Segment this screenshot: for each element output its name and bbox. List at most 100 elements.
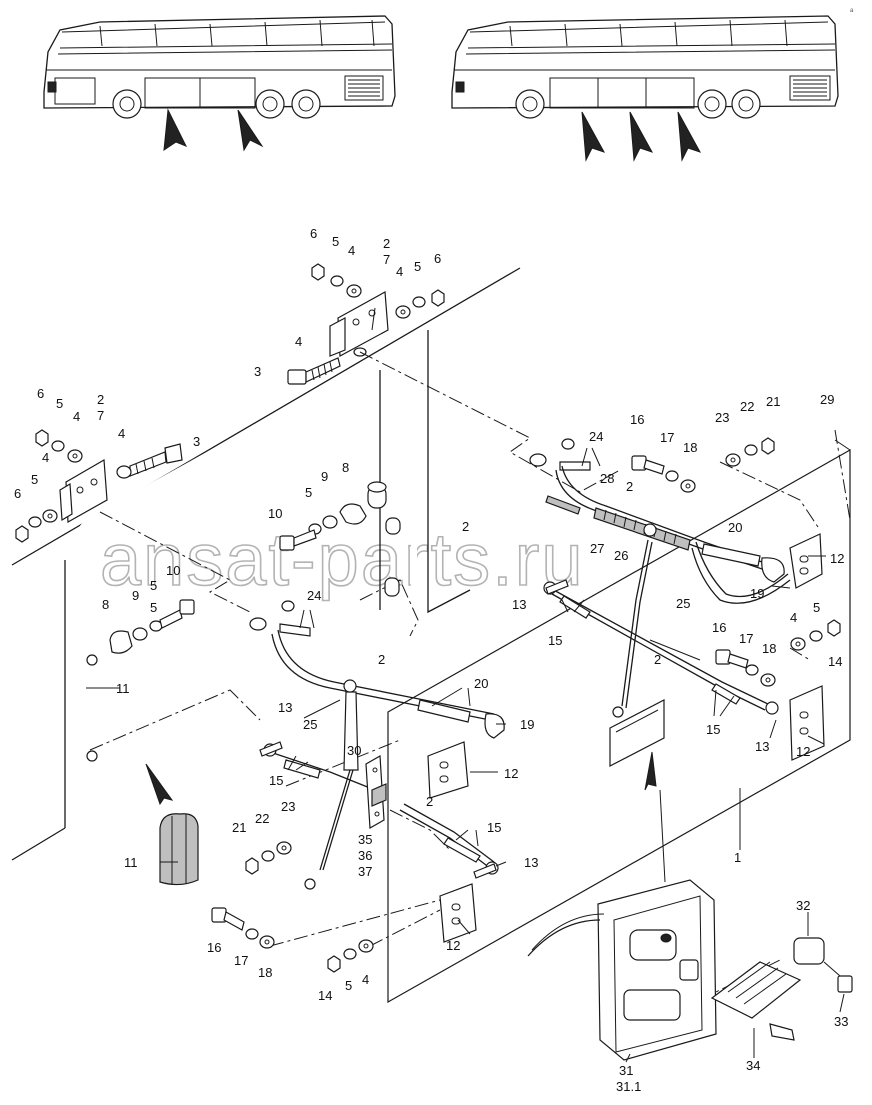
callout-label: 17 [739,631,753,646]
callout-label: 18 [683,440,697,455]
brackets [427,533,825,943]
callout-label: 32 [796,898,810,913]
callout-label: 12 [504,766,518,781]
callout-label: 19 [750,586,764,601]
fasteners-left [15,429,132,543]
callout-label: 10 [268,506,282,521]
callout-label: 17 [234,953,248,968]
callout-label: 4 [295,334,302,349]
callout-label: 7 [383,252,390,267]
seal-profile-detail [145,763,199,886]
callout-label: 6 [37,386,44,401]
callout-label: 34 [746,1058,760,1073]
callout-label: 2 [97,392,104,407]
callout-label: 22 [740,399,754,414]
callout-label: 13 [755,739,769,754]
watermark-text: ansat-parts.ru [100,518,585,601]
callout-label: 3 [254,364,261,379]
callout-label: 13 [278,700,292,715]
callout-label: 4 [348,243,355,258]
callout-label: 2 [462,519,469,534]
ball-studs [249,438,591,637]
callout-label: 16 [712,620,726,635]
callout-label: 14 [828,654,842,669]
callout-label: 6 [310,226,317,241]
lock-plate [365,755,387,829]
callout-label: 9 [132,588,139,603]
callout-label: 5 [31,472,38,487]
callout-label: 26 [614,548,628,563]
callout-label: 21 [232,820,246,835]
callout-label: 25 [676,596,690,611]
hinge-top [287,291,389,385]
callout-label: 1 [734,850,741,865]
coach-illustration-left [43,15,396,152]
callout-label: 17 [660,430,674,445]
callout-label: 13 [512,597,526,612]
callout-label: 12 [446,938,460,953]
callout-label: 22 [255,811,269,826]
cables [269,465,791,869]
striker-parts-center [86,481,401,762]
callout-labels: 6 5 4 2 7 4 5 6 4 3 6 5 4 2 7 4 3 4 5 6 … [14,226,848,1094]
callout-label: 25 [303,717,317,732]
gas-struts [304,523,657,890]
callout-label: 12 [796,744,810,759]
callout-label: 2 [378,652,385,667]
door-seal-frame [75,349,417,800]
callout-label: 37 [358,864,372,879]
callout-label: 28 [600,471,614,486]
callout-label: 4 [73,409,80,424]
coach-illustration-right [451,15,839,162]
callout-label: 5 [150,600,157,615]
callout-label: 35 [358,832,372,847]
callout-label: 4 [42,450,49,465]
small-bolts [259,579,569,879]
label-plate [609,699,665,767]
callout-label: 8 [102,597,109,612]
callout-label: 18 [258,965,272,980]
callout-label: 20 [728,520,742,535]
callout-label: 16 [630,412,644,427]
callout-label: 8 [342,460,349,475]
cable-adjusters [283,495,761,863]
callout-label: 24 [589,429,603,444]
callout-label: 5 [414,259,421,274]
callout-label: 11 [116,681,130,696]
callout-label: 3 [193,434,200,449]
callout-label: 6 [434,251,441,266]
callout-label: 16 [207,940,221,955]
callout-label: 12 [830,551,844,566]
callout-label: 2 [626,479,633,494]
callout-label: 14 [318,988,332,1003]
callout-label: 5 [150,578,157,593]
callout-label: 31.1 [616,1079,641,1094]
hinge-left [59,443,183,523]
fasteners-right [631,437,841,687]
callout-label: 23 [281,799,295,814]
callout-label: 13 [524,855,538,870]
callout-label: 31 [619,1063,633,1078]
label-leaders [86,447,845,1063]
callout-label: 24 [307,588,321,603]
callout-label: 2 [383,236,390,251]
callout-label: 15 [548,633,562,648]
callout-label: 33 [834,1014,848,1029]
callout-label: 36 [358,848,372,863]
callout-label: 5 [813,600,820,615]
callout-label: 15 [269,773,283,788]
callout-label: 2 [654,652,661,667]
callout-label: 5 [332,234,339,249]
callout-label: 23 [715,410,729,425]
callout-label: 10 [166,563,180,578]
callout-label: 18 [762,641,776,656]
callout-label: 4 [362,972,369,987]
callout-label: 20 [474,676,488,691]
callout-label: 15 [706,722,720,737]
callout-label: 21 [766,394,780,409]
callout-label: 27 [590,541,604,556]
callout-label: 19 [520,717,534,732]
callout-label: 2 [426,794,433,809]
